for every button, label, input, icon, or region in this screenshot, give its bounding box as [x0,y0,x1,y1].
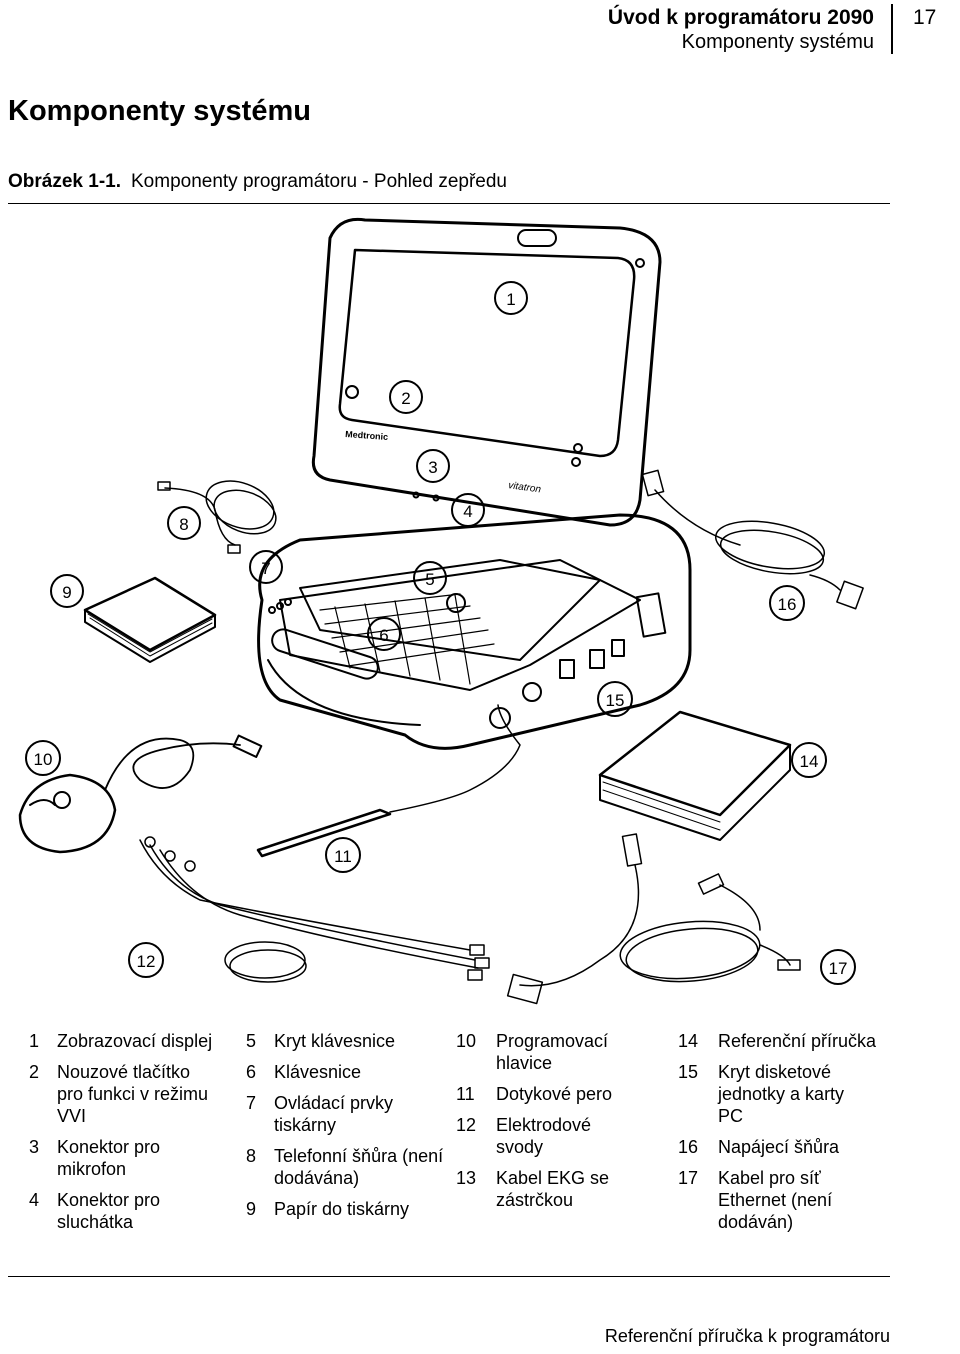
callout-11: 11 [325,837,361,873]
callout-9: 9 [50,574,84,608]
figure-label: Obrázek 1-1. [8,171,121,192]
svg-text:3: 3 [428,458,437,477]
callout-10: 10 [25,740,61,776]
svg-text:17: 17 [829,959,848,978]
svg-text:10: 10 [34,750,53,769]
figure-caption-text: Komponenty programátoru - Pohled zepředu [131,171,508,192]
display-lid: Medtronic vitatron [311,217,662,527]
svg-text:6: 6 [379,626,388,645]
callout-15: 15 [597,681,633,717]
callouts: 1 2 3 4 5 6 7 8 9 10 11 12 14 15 16 17 [25,281,856,985]
ethernet-cable [619,873,801,983]
running-header-title: Úvod k programátoru 2090 [607,6,874,29]
callout-3: 3 [416,449,450,483]
callout-5: 5 [413,561,447,595]
section-title: Komponenty systému [8,95,311,127]
callout-12: 12 [128,942,164,978]
programming-head [18,734,263,854]
header-divider [891,4,893,54]
callout-7: 7 [249,550,283,584]
svg-text:14: 14 [800,752,819,771]
svg-text:1: 1 [506,290,515,309]
callout-8: 8 [167,506,201,540]
svg-text:9: 9 [62,583,71,602]
lid-brand-text: Medtronic [345,429,389,442]
running-header: Úvod k programátoru 2090 Komponenty syst… [608,6,874,54]
svg-text:15: 15 [606,691,625,710]
callout-17: 17 [820,949,856,985]
svg-text:11: 11 [334,847,352,866]
telephone-cord [157,480,277,554]
printer-paper-stack [83,576,217,663]
legend-bottom-rule [8,1276,890,1277]
stylus [256,704,521,858]
callout-16: 16 [769,585,805,621]
ecg-leads [139,836,490,983]
power-cord [641,469,864,610]
callout-6: 6 [367,617,401,651]
programmer-illustration: Medtronic vitatron [18,217,864,1005]
callout-2: 2 [389,380,423,414]
programmer-base [257,513,692,750]
figure-top-rule [8,203,890,204]
figure-caption: Obrázek 1-1. Komponenty programátoru - Po… [8,171,507,193]
svg-text:2: 2 [401,389,410,408]
svg-text:5: 5 [425,570,434,589]
svg-text:16: 16 [778,595,797,614]
callout-4: 4 [451,493,485,527]
svg-text:4: 4 [463,502,472,521]
callout-14: 14 [791,742,827,778]
running-header-subtitle: Komponenty systému [681,31,874,53]
ecg-cable [506,833,643,1005]
svg-text:8: 8 [179,515,188,534]
page-footer: Referenční příručka k programátoru [604,1326,890,1346]
svg-text:7: 7 [261,559,270,578]
page-number: 17 [913,6,937,29]
callout-1: 1 [494,281,528,315]
svg-text:12: 12 [137,952,156,971]
screen-brand-text: vitatron [508,480,542,496]
reference-manual [598,710,792,841]
